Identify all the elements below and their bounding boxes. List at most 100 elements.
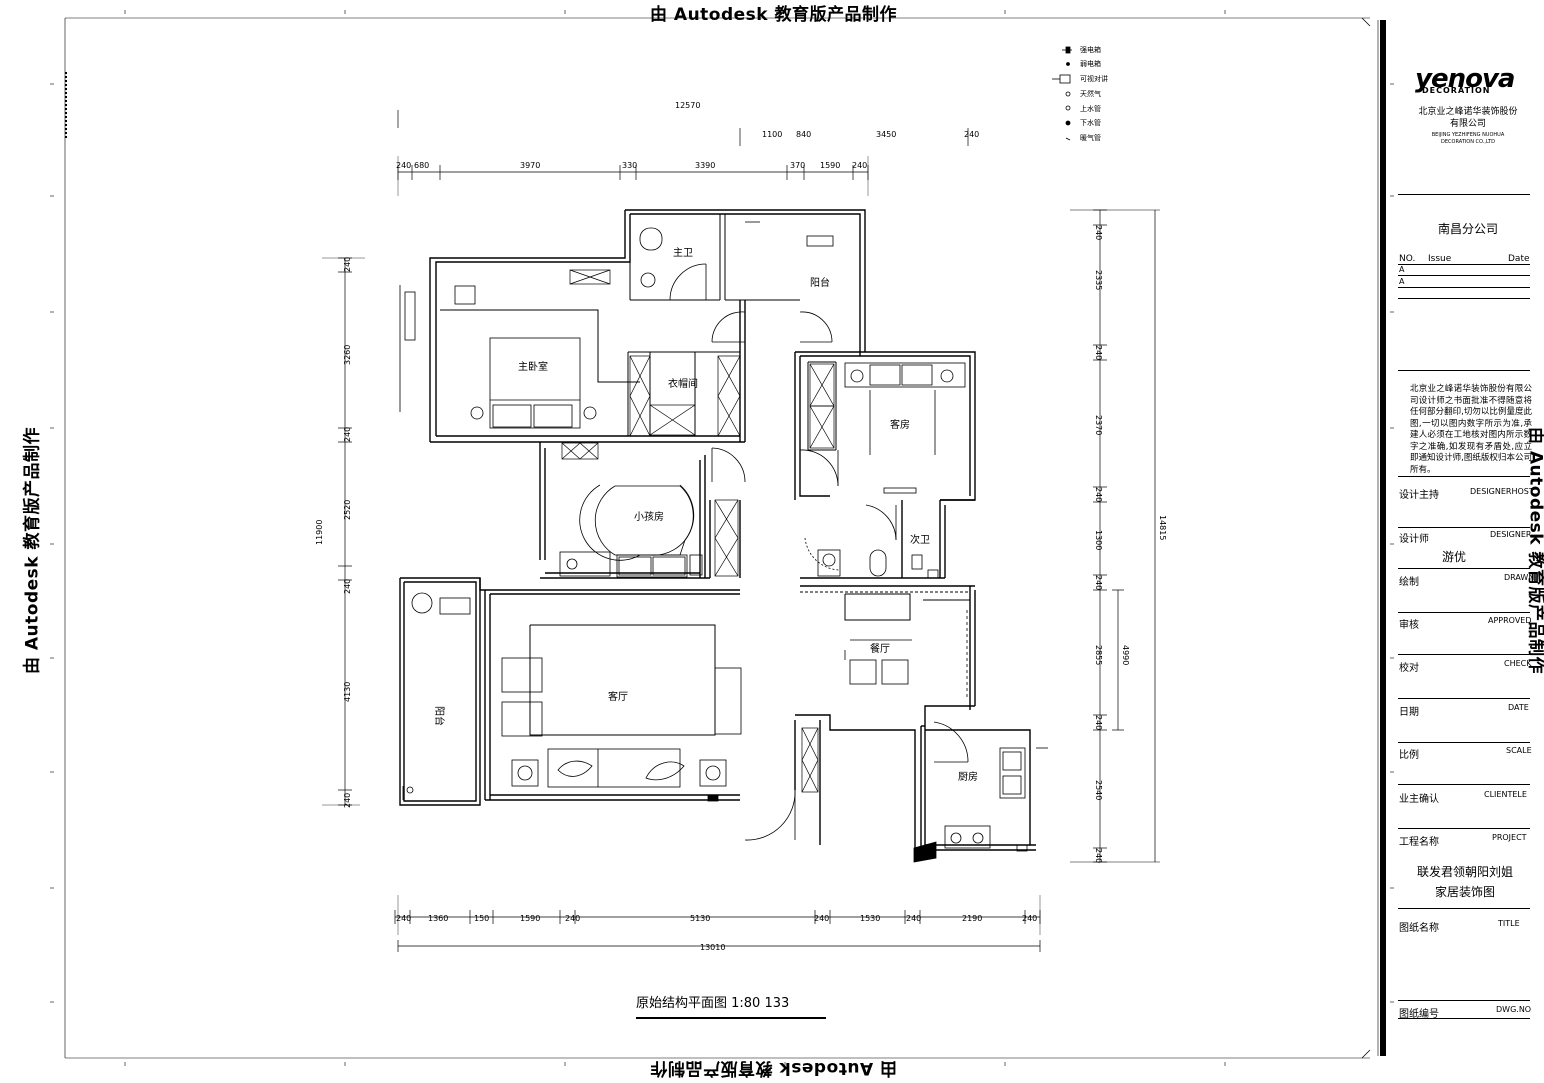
row-label-en: CHECK (1504, 659, 1532, 668)
row-label-cn: 日期 (1399, 703, 1419, 718)
room-label-master-bath: 主卫 (673, 247, 693, 259)
row-label-cn: 绘制 (1399, 573, 1419, 588)
drawing-caption: 原始结构平面图 1:80 133 (636, 992, 826, 1019)
row-label-en: DATE (1508, 703, 1529, 712)
row-label-cn: 业主确认 (1399, 790, 1439, 805)
dim-bottom: 1530 (860, 914, 880, 923)
issue-header-date: Date (1508, 254, 1530, 264)
dim-bottom: 2190 (962, 914, 982, 923)
dim-bottom-overall: 13010 (700, 943, 725, 952)
company-name: 北京业之峰诺华装饰股份有限公司 (1418, 106, 1518, 130)
row-label-cn: 校对 (1399, 659, 1419, 674)
issue-row: A (1399, 277, 1404, 286)
room-label-living: 客厅 (608, 690, 628, 703)
sheet-frame (50, 10, 1394, 1066)
wardrobes (562, 270, 834, 792)
right-dimensions (1070, 210, 1160, 862)
dim-right: 2370 (1094, 415, 1103, 435)
dim-top-upper: 3450 (876, 130, 896, 139)
dim-top-overall: 12570 (675, 101, 700, 110)
dim-left: 3260 (343, 345, 352, 365)
dim-left: 4130 (343, 682, 352, 702)
dim-top-upper: 240 (964, 130, 979, 139)
row-label-en: DESIGNER (1490, 530, 1531, 539)
row-label-en: DWG.NO (1496, 1005, 1531, 1014)
room-label-balcony-west: 阳台 (433, 706, 446, 726)
dim-top: 680 (414, 161, 429, 170)
legend-label: 弱电箱 (1080, 59, 1101, 69)
room-label-balcony-north: 阳台 (810, 276, 830, 289)
row-label-cn: 审核 (1399, 616, 1419, 631)
company-name-en: BEIJING YEZHIFENG NUOHUA DECORATION CO.,… (1418, 132, 1518, 146)
row-label-cn: 比例 (1399, 746, 1419, 761)
left-dimensions (322, 258, 365, 805)
dim-top: 240 (396, 161, 411, 170)
dim-top: 1590 (820, 161, 840, 170)
dim-right: 240 (1094, 225, 1103, 240)
dim-bottom: 240 (565, 914, 580, 923)
room-label-kids-room: 小孩房 (634, 510, 664, 523)
project-name: 联发君领朝阳刘姐 家居装饰图 (1404, 862, 1526, 902)
dim-right: 2540 (1094, 780, 1103, 800)
dim-top: 240 (852, 161, 867, 170)
legend-label: 暖气管 (1080, 133, 1101, 143)
dim-bottom: 150 (474, 914, 489, 923)
legend-label: 可视对讲 (1080, 74, 1108, 84)
dim-right-overall: 14815 (1158, 515, 1167, 540)
designer-name: 游优 (1442, 548, 1466, 565)
room-label-dining: 餐厅 (870, 642, 890, 655)
dim-left: 240 (343, 579, 352, 594)
dim-bottom: 5130 (690, 914, 710, 923)
room-label-guest-room: 客房 (890, 418, 910, 431)
right-dimension-labels: 240 2335 240 2370 240 1300 240 2855 240 … (1094, 225, 1167, 863)
dim-top-upper: 840 (796, 130, 811, 139)
row-label-en: PROJECT (1492, 833, 1527, 842)
row-label-cn: 图纸名称 (1399, 919, 1439, 934)
dim-top: 3970 (520, 161, 540, 170)
room-label-second-bath: 次卫 (910, 533, 930, 546)
dim-top: 3390 (695, 161, 715, 170)
row-label-cn: 工程名称 (1399, 833, 1439, 848)
exterior-walls (400, 210, 1036, 850)
dim-left: 2520 (343, 500, 352, 520)
dim-left: 240 (343, 793, 352, 808)
dim-right: 240 (1094, 715, 1103, 730)
legend-label: 下水管 (1080, 118, 1101, 128)
left-dimension-labels: 240 3260 240 2520 240 4130 240 11900 (315, 257, 352, 808)
top-dimension-labels: 12570 1100 840 3450 240 240 680 3970 330… (396, 101, 979, 170)
dim-bottom: 240 (814, 914, 829, 923)
row-label-en: TITLE (1498, 919, 1520, 928)
dim-bottom: 240 (906, 914, 921, 923)
door-swings (580, 264, 968, 840)
dim-top: 330 (622, 161, 637, 170)
row-label-cn: 设计主持 (1399, 486, 1439, 501)
dim-right: 240 (1094, 575, 1103, 590)
dim-right: 1300 (1094, 530, 1103, 550)
dim-bottom: 240 (1022, 914, 1037, 923)
dim-right: 2855 (1094, 645, 1103, 665)
dim-right: 240 (1094, 848, 1103, 863)
dim-right: 240 (1094, 487, 1103, 502)
legend-label: 上水管 (1080, 104, 1101, 114)
legend-label: 天然气 (1080, 89, 1101, 99)
dim-bottom: 240 (396, 914, 411, 923)
issue-header-issue: Issue (1428, 254, 1451, 264)
issue-header-no: NO. (1399, 254, 1415, 264)
disclaimer-text: 北京业之峰诺华装饰股份有限公司设计师之书面批准不得随意将任何部分翻印,切勿以比例… (1410, 384, 1532, 476)
room-label-kitchen: 厨房 (958, 770, 978, 783)
dim-top-upper: 1100 (762, 130, 782, 139)
dim-bottom: 1360 (428, 914, 448, 923)
dim-left: 240 (343, 427, 352, 442)
dim-right-inner: 4990 (1121, 645, 1130, 665)
legend-label: 强电箱 (1080, 45, 1101, 55)
company-logo-sub: DECORATION (1422, 86, 1490, 95)
top-dimensions (398, 110, 968, 196)
row-label-en: APPROVED (1488, 616, 1532, 625)
branch-name: 南昌分公司 (1438, 220, 1498, 237)
dim-right: 240 (1094, 345, 1103, 360)
row-label-en: CLIENTELE (1484, 790, 1527, 799)
row-label-en: DESIGNERHOST (1470, 487, 1534, 496)
row-label-en: DRAWN (1504, 573, 1534, 582)
dim-left-overall: 11900 (315, 520, 324, 545)
